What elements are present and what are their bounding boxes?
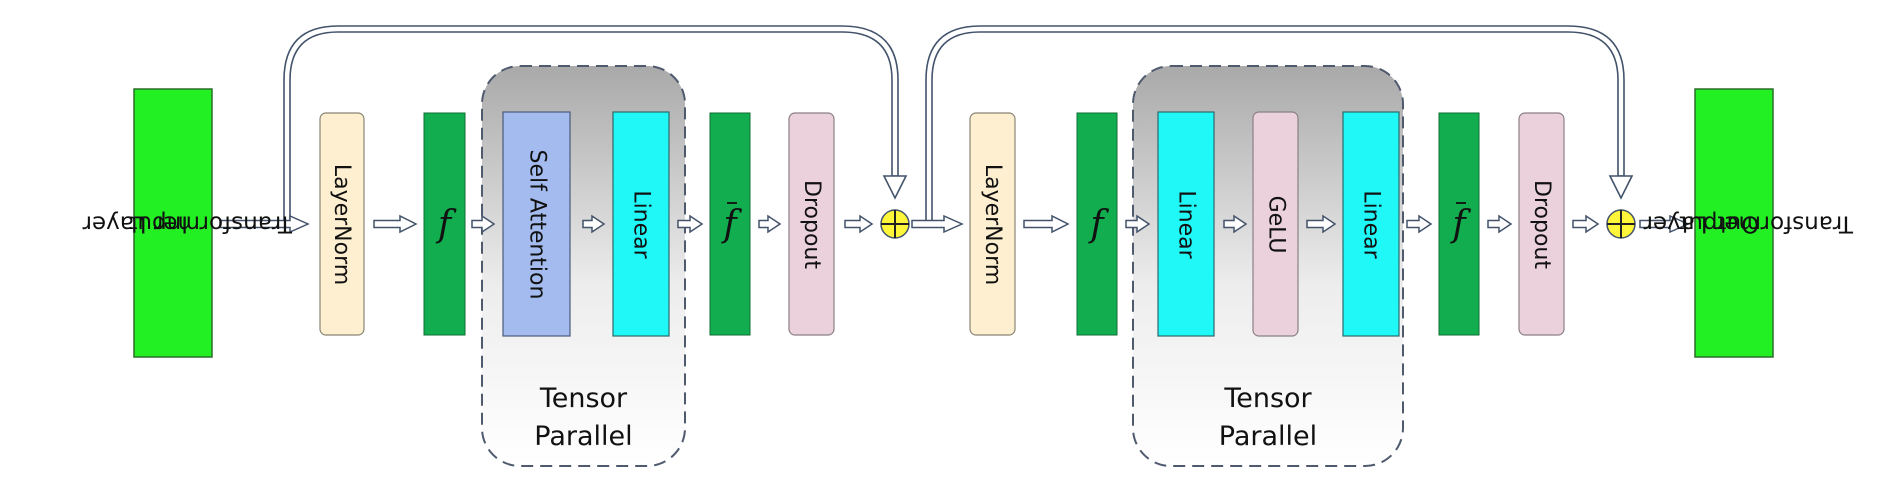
self-attention-block bbox=[502, 111, 571, 337]
linear-block-2 bbox=[1157, 111, 1215, 337]
f-op-block-1 bbox=[423, 112, 466, 336]
flow-arrow-icon-15 bbox=[1572, 214, 1600, 234]
layernorm-label-1: LayerNorm bbox=[329, 163, 355, 285]
flow-arrow-icon-8 bbox=[911, 214, 964, 234]
flow-arrow-icon-1 bbox=[219, 214, 310, 234]
f-bar-op-label-2: f bbox=[1452, 203, 1466, 245]
flow-arrow-icon-11 bbox=[1223, 214, 1248, 234]
dropout-label-1: Dropout bbox=[799, 179, 824, 269]
flow-arrow-icon-3 bbox=[471, 214, 496, 234]
transformer-input-block bbox=[133, 88, 213, 358]
residual-skip-arrowhead-mlp bbox=[1608, 175, 1634, 200]
transformer-output-block bbox=[1694, 88, 1774, 358]
linear-block-3 bbox=[1342, 111, 1400, 337]
dropout-block-1 bbox=[788, 112, 835, 336]
f-bar-op-block-1 bbox=[709, 112, 751, 336]
main-path-arrows bbox=[219, 214, 1690, 234]
flow-arrow-icon-4 bbox=[582, 214, 606, 234]
flow-arrow-icon-9 bbox=[1023, 214, 1070, 234]
f-op-label-1: f bbox=[437, 203, 452, 245]
linear-label-3: Linear bbox=[1358, 189, 1384, 259]
flow-arrow-icon-5 bbox=[677, 214, 704, 234]
layernorm-block-1 bbox=[319, 112, 365, 336]
tensor-parallel-line-1: Tensor bbox=[539, 383, 628, 414]
tensor-parallel-line-1: Tensor bbox=[1224, 383, 1312, 414]
linear-label-1: Linear bbox=[628, 189, 654, 259]
residual-skip-arrowhead-attention bbox=[882, 175, 908, 200]
linear-block-1 bbox=[612, 111, 670, 337]
flow-arrow-icon-13 bbox=[1406, 214, 1433, 234]
flow-arrow-icon-14 bbox=[1487, 214, 1513, 234]
tensor-parallel-label-attention: Tensor Parallel bbox=[482, 380, 685, 456]
flow-arrow-icon-7 bbox=[844, 214, 874, 234]
tensor-parallel-label-mlp: Tensor Parallel bbox=[1133, 380, 1403, 456]
add-icon-2 bbox=[1606, 209, 1636, 239]
layernorm-label-2: LayerNorm bbox=[980, 163, 1005, 285]
add-icon-1 bbox=[880, 209, 910, 239]
tensor-parallel-line-2: Parallel bbox=[534, 421, 633, 452]
f-bar-op-block-2 bbox=[1438, 112, 1480, 336]
flow-arrow-icon-10 bbox=[1125, 214, 1151, 234]
self-attention-label: Self Attention bbox=[524, 149, 550, 299]
flow-arrow-icon-16 bbox=[1639, 214, 1690, 234]
linear-label-2: Linear bbox=[1173, 189, 1199, 259]
flow-arrow-icon-6 bbox=[758, 214, 782, 234]
f-bar-op-label-1: f bbox=[723, 203, 737, 245]
flow-arrow-icon-12 bbox=[1306, 214, 1337, 234]
transformer-output-line-2: Output bbox=[1679, 210, 1760, 237]
f-op-block-2 bbox=[1076, 112, 1118, 336]
f-op-label-2: f bbox=[1090, 203, 1104, 245]
dropout-block-2 bbox=[1518, 112, 1565, 336]
gelu-label: GeLU bbox=[1263, 195, 1289, 253]
dropout-label-2: Dropout bbox=[1529, 179, 1554, 269]
layernorm-block-2 bbox=[969, 112, 1016, 336]
gelu-block bbox=[1252, 111, 1299, 337]
flow-arrow-icon-2 bbox=[373, 214, 418, 234]
tensor-parallel-line-2: Parallel bbox=[1218, 421, 1318, 452]
transformer-input-line-2: Input bbox=[128, 210, 189, 237]
